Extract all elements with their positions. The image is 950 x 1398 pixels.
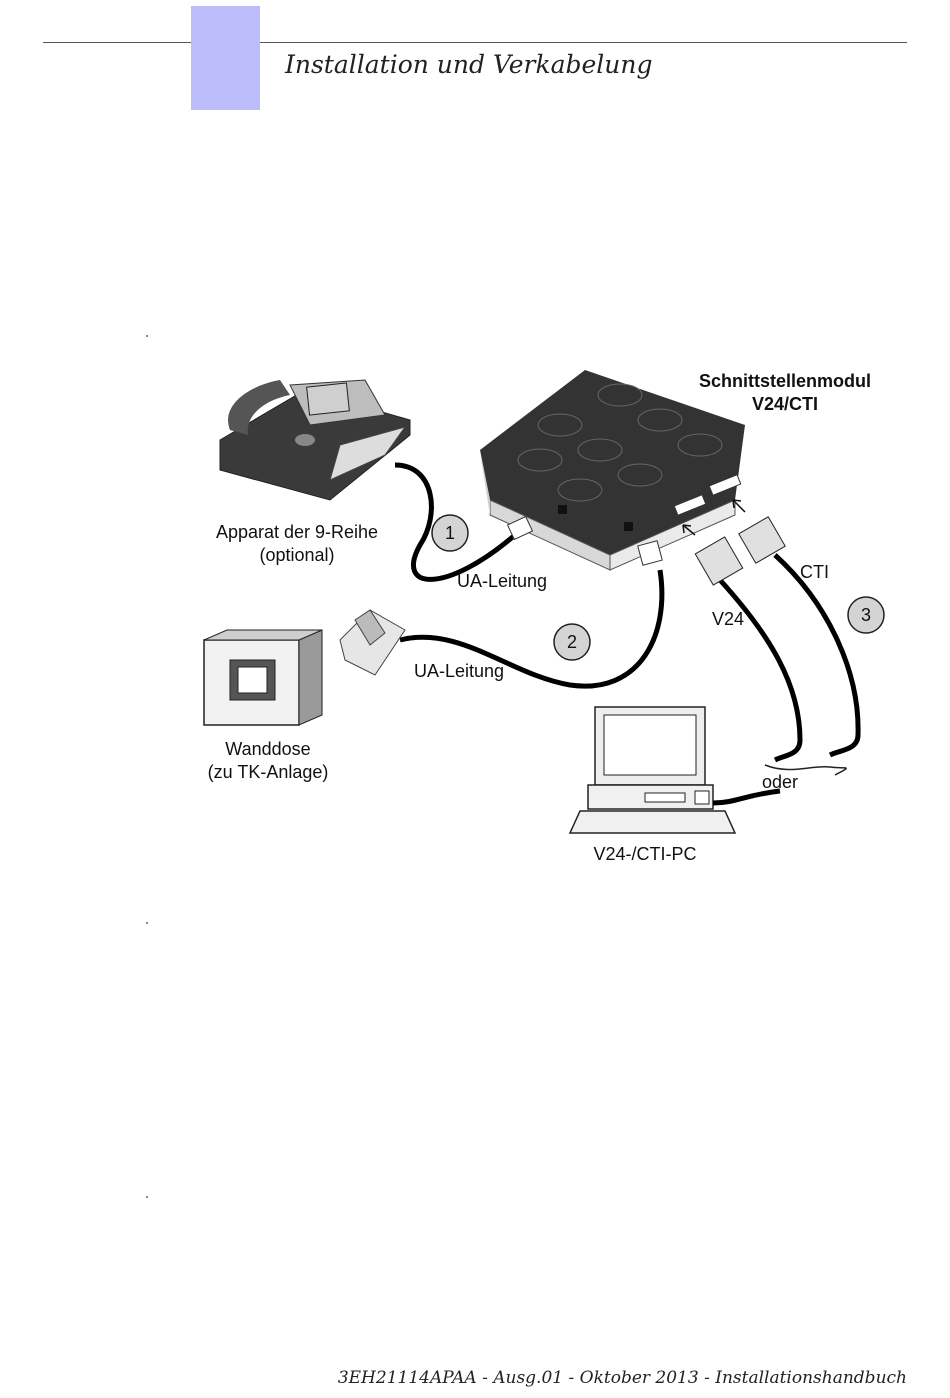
- marker-2-text: 2: [567, 632, 577, 652]
- cable-1-label: UA-Leitung: [457, 571, 547, 591]
- oder-label: oder: [762, 772, 798, 792]
- v24-connector: [695, 537, 742, 585]
- interface-module: [480, 370, 745, 570]
- margin-dot: [146, 922, 148, 924]
- marker-1-text: 1: [445, 523, 455, 543]
- rj-plug-2: [638, 541, 662, 565]
- module-title: Schnittstellenmodul: [699, 371, 871, 391]
- phone-9-series: [220, 380, 410, 500]
- wall-socket-sublabel: (zu TK-Anlage): [208, 762, 329, 782]
- wiring-diagram: 1 2 3 Schnittstellenmodul V24/CTI Appara…: [190, 355, 910, 875]
- module-subtitle: V24/CTI: [752, 394, 818, 414]
- v24-label: V24: [712, 609, 744, 629]
- cable-cti: [775, 555, 858, 755]
- phone-label-optional: (optional): [259, 545, 334, 565]
- header-rule: [43, 42, 907, 43]
- page-header-title: Installation und Verkabelung: [285, 50, 653, 79]
- cable-v24: [720, 580, 800, 760]
- wall-socket: [204, 630, 322, 725]
- cable-2-label: UA-Leitung: [414, 661, 504, 681]
- margin-dot: [146, 335, 148, 337]
- wall-socket-label: Wanddose: [225, 739, 310, 759]
- page-footer: 3EH21114APAA - Ausg.01 - Oktober 2013 - …: [338, 1368, 907, 1388]
- margin-dot: [146, 1196, 148, 1198]
- phone-label: Apparat der 9-Reihe: [216, 522, 378, 542]
- pc: [570, 707, 780, 833]
- cti-label: CTI: [800, 562, 829, 582]
- pc-label: V24-/CTI-PC: [593, 844, 696, 864]
- marker-3-text: 3: [861, 605, 871, 625]
- chapter-tab: [191, 6, 260, 110]
- wall-plug: [340, 610, 405, 675]
